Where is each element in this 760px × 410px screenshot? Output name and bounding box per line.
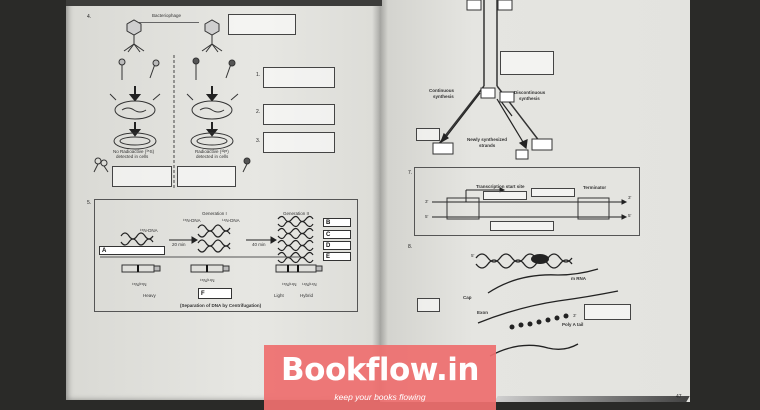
answer-box-bacteriophage xyxy=(228,14,296,35)
q8-prime-5: 5' xyxy=(471,253,475,258)
tube-label-3: ¹⁵N/¹⁴N xyxy=(282,282,297,287)
answer-box-fork-1 xyxy=(500,51,554,75)
box-e: E xyxy=(323,252,351,261)
mrna-label: m RNA xyxy=(571,276,587,281)
answer-box-3 xyxy=(263,132,335,153)
newly-synthesized-label: Newly synthesized xyxy=(467,137,508,142)
footer-bar xyxy=(494,396,690,402)
top-band xyxy=(66,0,382,6)
cap-label: Cap xyxy=(463,295,472,300)
caption-no-radioactive: No Radioactive (³⁵S) xyxy=(113,149,155,154)
answer-box-transcript xyxy=(531,188,575,197)
centrifugation-caption: (Separation of DNA by Centrifugation) xyxy=(180,303,262,308)
exon-label: Exon xyxy=(477,310,489,315)
q7-frame xyxy=(414,167,640,236)
q7-number: 7. xyxy=(408,170,413,176)
box-d: D xyxy=(323,241,351,250)
continuous-label-2: synthesis xyxy=(433,94,454,99)
q5-frame xyxy=(94,199,358,312)
q4-number: 4. xyxy=(87,14,92,20)
page-number: 47 xyxy=(676,394,682,400)
terminator-label: Terminator xyxy=(583,185,607,190)
answer-box-q8-2 xyxy=(584,304,631,320)
answer-number-2: 2. xyxy=(256,109,261,115)
q8-prime-3: 3' xyxy=(573,313,577,318)
discontinuous-label-2: synthesis xyxy=(519,96,540,101)
time-40-label: 40 min xyxy=(252,242,266,247)
q5-number: 5. xyxy=(87,200,92,206)
answer-box-1 xyxy=(263,67,335,88)
poly-a-label: Poly A tail xyxy=(562,322,584,327)
generation-1-label: Generation I xyxy=(202,211,227,216)
answer-box-fork-2 xyxy=(416,128,440,141)
answer-box-start-site xyxy=(483,191,527,200)
answer-box-left-cell xyxy=(112,166,172,187)
tube-label-2: ¹⁵N/¹⁴N xyxy=(200,278,215,283)
answer-number-3: 3. xyxy=(256,138,261,144)
light-label: Light xyxy=(274,293,284,298)
watermark-brand: Bookflow.in xyxy=(281,352,479,388)
left-page xyxy=(66,0,382,400)
answer-box-q8-1 xyxy=(417,298,440,312)
box-a: A xyxy=(99,246,165,255)
answer-box-2 xyxy=(263,104,335,125)
n15-dna-top-label: ¹⁵N-DNA xyxy=(183,218,201,223)
prime-3-left: 3' xyxy=(425,199,429,204)
bacteriophage-label: Bacteriophage xyxy=(152,13,182,18)
answer-number-1: 1. xyxy=(256,72,261,78)
start-site-label: Transcription start site xyxy=(476,184,525,189)
answer-box-right-cell xyxy=(177,166,236,187)
tube-label-1: ¹⁵N/¹⁵N xyxy=(132,282,147,287)
q8-number: 8. xyxy=(408,244,413,250)
n15-dna-label: ¹⁵N-DNA xyxy=(140,228,158,233)
answer-box-promoter xyxy=(490,221,554,231)
caption-radioactive: Radioactive (³²P) xyxy=(195,149,229,154)
box-b: B xyxy=(323,218,351,227)
prime-5-left: 5' xyxy=(425,214,429,219)
prime-3-right: 3' xyxy=(628,195,632,200)
box-c: C xyxy=(323,230,351,239)
prime-5-right: 5' xyxy=(628,213,632,218)
time-20-label: 20 min xyxy=(172,242,186,247)
generation-2-label: Generation II xyxy=(283,211,310,216)
continuous-label: Continuous xyxy=(429,88,454,93)
book-gutter xyxy=(372,0,388,402)
hybrid-label: Hybrid xyxy=(300,293,314,298)
newly-synthesized-label-2: strands xyxy=(479,143,496,148)
discontinuous-label: Discontinuous xyxy=(514,90,546,95)
watermark-banner xyxy=(264,345,496,410)
heavy-label: Heavy xyxy=(143,293,156,298)
box-f: F xyxy=(198,288,232,299)
n14-dna-label: ¹⁴N-DNA xyxy=(222,218,240,223)
bacteriophage-bracket xyxy=(139,12,199,23)
caption-radioactive-2: detected in cells xyxy=(196,154,229,159)
caption-no-radioactive-2: detected in cells xyxy=(116,154,149,159)
tube-label-4: ¹⁴N/¹⁴N xyxy=(302,282,317,287)
watermark-tagline: keep your books flowing xyxy=(334,392,426,402)
